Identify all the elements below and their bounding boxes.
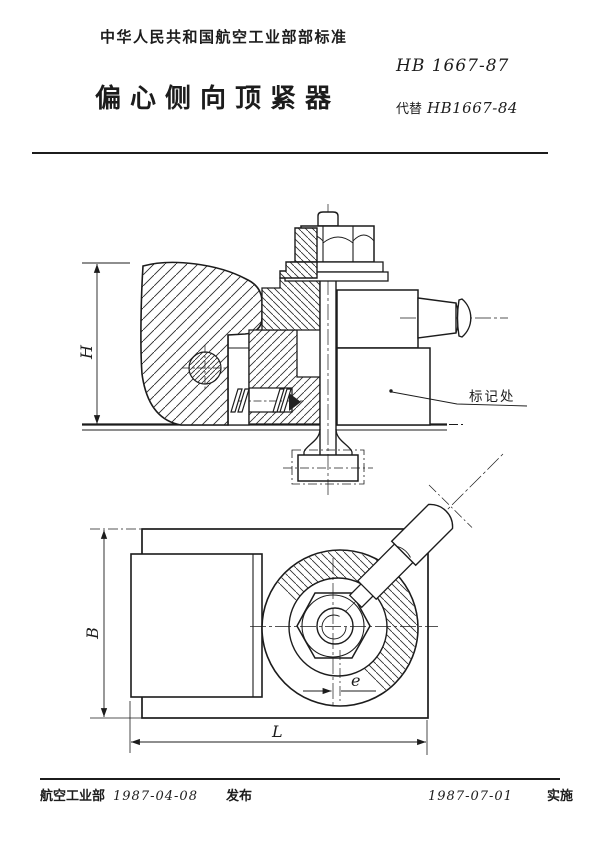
- lower-view-top-plan: B e: [83, 451, 506, 755]
- replaces-note: 代替 HB1667-84: [396, 98, 518, 117]
- body-block: [336, 347, 431, 426]
- marking-note-leader: 标记处: [389, 389, 528, 407]
- standard-number: HB 1667-87: [396, 56, 510, 76]
- pad-plan: [130, 553, 263, 698]
- document-title: 偏心侧向顶紧器: [95, 83, 341, 113]
- issuing-org: 航空工业部: [40, 788, 106, 803]
- dim-B-label: B: [83, 627, 102, 640]
- handle-plan: [345, 451, 506, 612]
- footer-issue: 航空工业部 1987-04-08 发布: [40, 785, 252, 804]
- dim-e-label: e: [351, 671, 360, 690]
- handle-boss-block: [336, 289, 419, 349]
- marking-note-text: 标记处: [469, 389, 516, 404]
- handle-side: [400, 297, 508, 339]
- upper-view-side-section: H: [77, 204, 528, 497]
- issue-date: 1987-04-08: [113, 789, 198, 804]
- effective-date: 1987-07-01: [428, 789, 513, 804]
- footer-effective: 1987-07-01 实施: [428, 785, 573, 804]
- return-spring: [230, 388, 303, 413]
- effective-label: 实施: [546, 788, 573, 803]
- footer-rule: [40, 778, 560, 780]
- dim-L-label: L: [271, 722, 283, 741]
- replaced-standard-number: HB1667-84: [427, 99, 518, 117]
- ministry-standard-heading: 中华人民共和国航空工业部部标准: [100, 29, 348, 46]
- dim-H-label: H: [77, 344, 96, 360]
- replaces-label: 代替: [396, 101, 423, 116]
- header-rule: [32, 152, 548, 154]
- issue-label: 发布: [225, 788, 252, 803]
